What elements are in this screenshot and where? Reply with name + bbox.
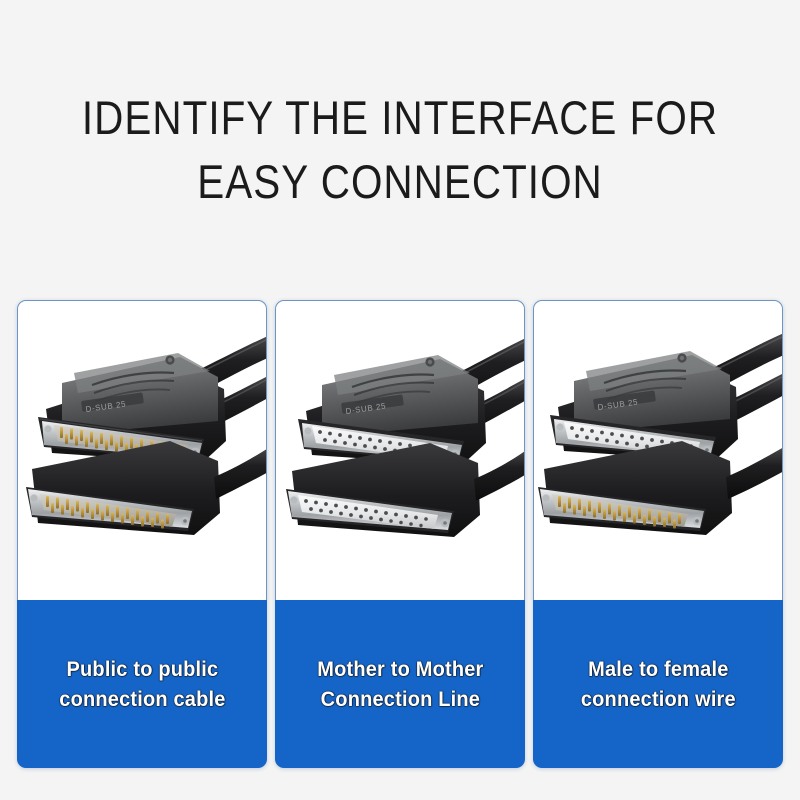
caption-line-2: connection wire <box>580 687 736 712</box>
connector-top-female: D-SUB 25 <box>550 351 738 461</box>
connector-panel-public-to-public[interactable]: D-SUB 25 <box>17 300 267 768</box>
connector-panel-grid: D-SUB 25 <box>17 300 783 768</box>
connector-top-female: D-SUB 25 <box>298 355 486 465</box>
connector-bottom-male <box>538 441 782 535</box>
panel-caption-public-to-public: Public to public connection cable <box>17 600 267 768</box>
db25-male-male-illustration: D-SUB 25 <box>26 336 266 535</box>
connector-bottom-female <box>286 443 524 537</box>
db25-female-male-illustration: D-SUB 25 <box>538 333 782 535</box>
db25-female-female-illustration: D-SUB 25 <box>286 338 524 537</box>
caption-line-1: Male to female <box>587 657 729 682</box>
connector-top-male: D-SUB 25 <box>38 353 226 463</box>
connector-panel-mother-to-mother[interactable]: D-SUB 25 <box>275 300 525 768</box>
caption-text: Public to public connection cable <box>53 654 230 714</box>
female-socket-holes-bottom <box>304 499 428 528</box>
page-title: IDENTIFY THE INTERFACE FOR EASY CONNECTI… <box>0 86 800 214</box>
male-pin-row-bottom <box>558 496 681 529</box>
caption-text: Mother to Mother Connection Line <box>311 654 488 714</box>
panel-caption-mother-to-mother: Mother to Mother Connection Line <box>275 600 525 768</box>
caption-line-1: Public to public <box>66 657 218 682</box>
male-pin-row-bottom <box>46 496 169 529</box>
caption-line-2: Connection Line <box>320 687 480 712</box>
connector-photo-female-female: D-SUB 25 <box>275 300 525 601</box>
panel-caption-male-to-female: Male to female connection wire <box>533 600 783 768</box>
connector-panel-male-to-female[interactable]: D-SUB 25 <box>533 300 783 768</box>
connector-bottom-male <box>26 441 266 535</box>
caption-text: Male to female connection wire <box>575 654 741 714</box>
caption-line-1: Mother to Mother <box>316 657 484 682</box>
caption-line-2: connection cable <box>58 687 226 712</box>
page-title-line-2: EASY CONNECTION <box>197 155 603 208</box>
page-title-line-1: IDENTIFY THE INTERFACE FOR <box>81 91 719 144</box>
connector-photo-male-male: D-SUB 25 <box>17 300 267 601</box>
connector-photo-female-male: D-SUB 25 <box>533 300 783 601</box>
